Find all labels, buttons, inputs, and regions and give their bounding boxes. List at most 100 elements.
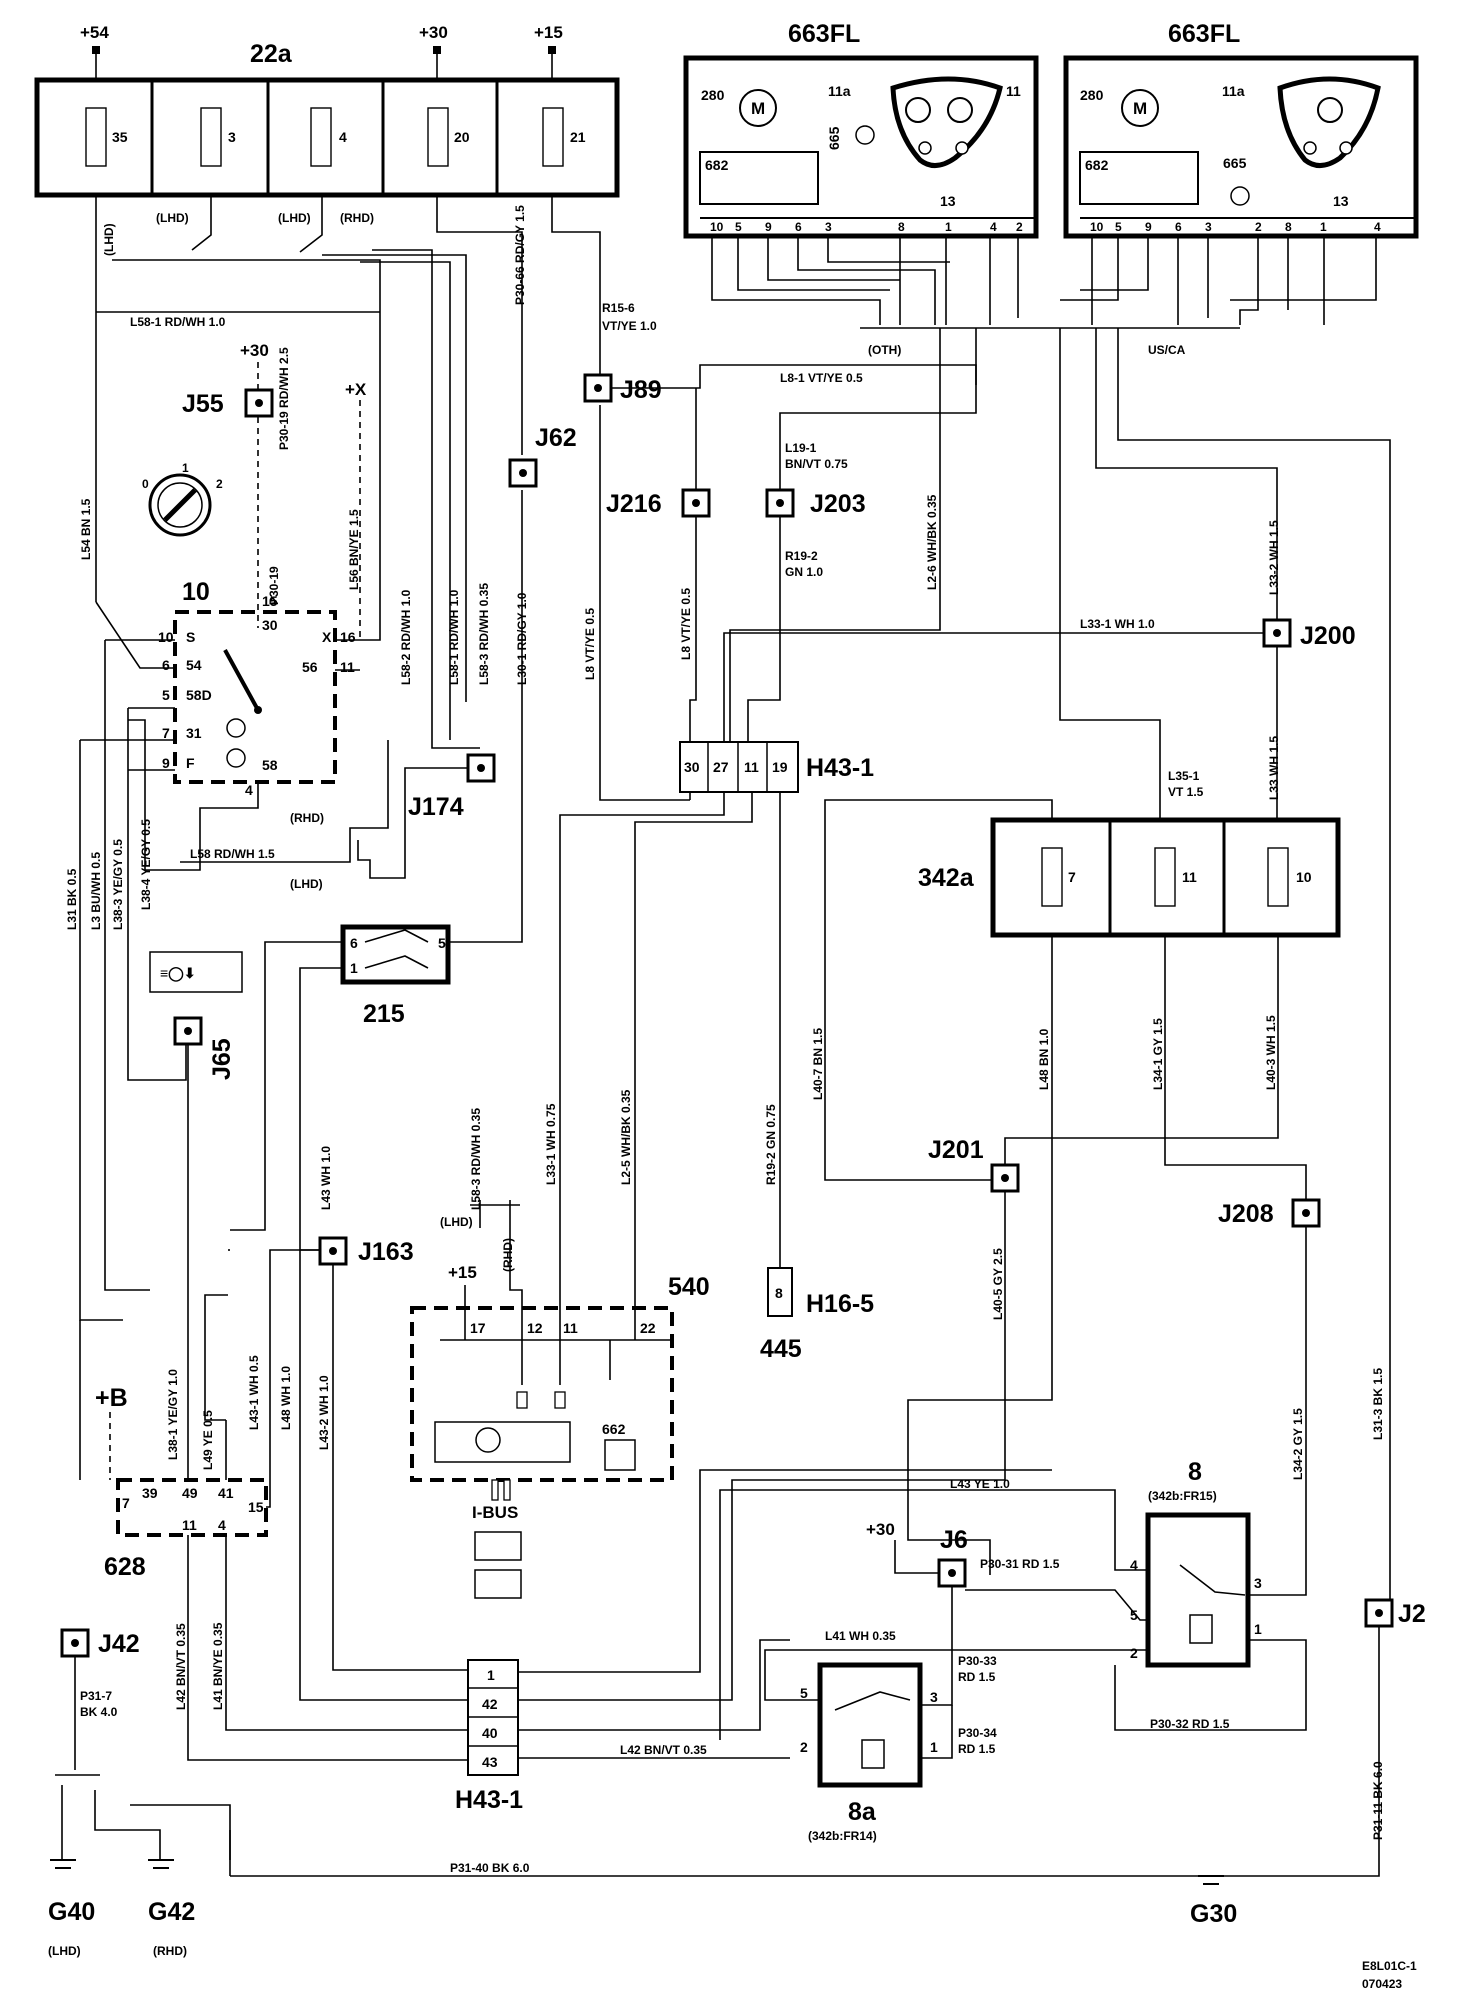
svg-text:P30-66 RD/GY 1.5: P30-66 RD/GY 1.5 xyxy=(513,205,527,305)
svg-text:J89: J89 xyxy=(620,376,662,404)
headlamp-unit-left: 663FL M 280 682 11a 11 665 13 10 5 9 6 3… xyxy=(683,20,1039,239)
svg-text:6: 6 xyxy=(795,220,802,234)
svg-text:L33-1 WH 0.75: L33-1 WH 0.75 xyxy=(544,1103,558,1185)
svg-text:J201: J201 xyxy=(928,1136,984,1164)
svg-text:(LHD): (LHD) xyxy=(278,211,311,225)
fusebox-22a: 22a 35 3 4 20 21 xyxy=(34,40,620,198)
svg-text:L48 WH 1.0: L48 WH 1.0 xyxy=(279,1366,293,1430)
svg-text:11: 11 xyxy=(182,1517,197,1533)
plus-b-label: +B xyxy=(95,1384,128,1412)
svg-text:2: 2 xyxy=(216,477,223,491)
svg-text:(RHD): (RHD) xyxy=(340,211,374,225)
svg-text:L42 BN/VT 0.35: L42 BN/VT 0.35 xyxy=(620,1743,707,1757)
svg-text:42: 42 xyxy=(482,1696,498,1712)
svg-text:49: 49 xyxy=(182,1485,198,1501)
fusebox-22a-label: 22a xyxy=(250,40,293,68)
svg-text:9: 9 xyxy=(1145,220,1152,234)
connector-h43-1-top: 30 27 11 19 H43-1 xyxy=(559,741,874,1340)
svg-text:J200: J200 xyxy=(1300,622,1356,650)
svg-text:10: 10 xyxy=(1296,869,1312,885)
svg-text:L58-3 RD/WH 0.35: L58-3 RD/WH 0.35 xyxy=(477,583,491,685)
svg-text:L58-2 RD/WH 1.0: L58-2 RD/WH 1.0 xyxy=(399,589,413,685)
fuse-21-label: 21 xyxy=(570,129,586,145)
left-wiring: (LHD) L54 BN 1.5 (LHD) (LHD) (RHD) L58-1… xyxy=(79,195,690,801)
svg-text:3: 3 xyxy=(825,220,832,234)
svg-text:10: 10 xyxy=(158,629,174,645)
svg-text:P30-32 RD 1.5: P30-32 RD 1.5 xyxy=(1150,1717,1230,1731)
svg-text:10: 10 xyxy=(710,220,724,234)
svg-text:BN/VT 0.75: BN/VT 0.75 xyxy=(785,457,848,471)
svg-text:J216: J216 xyxy=(606,490,662,518)
svg-text:L33-1 WH 1.0: L33-1 WH 1.0 xyxy=(1080,617,1155,631)
svg-text:16: 16 xyxy=(340,629,356,645)
svg-text:L33-2 WH 1.5: L33-2 WH 1.5 xyxy=(1267,520,1281,595)
svg-text:L54 BN 1.5: L54 BN 1.5 xyxy=(79,498,93,560)
svg-text:54: 54 xyxy=(186,657,202,673)
svg-text:M: M xyxy=(1133,99,1147,118)
svg-text:11: 11 xyxy=(744,759,759,775)
svg-text:2: 2 xyxy=(1016,220,1023,234)
rail-30-label: +30 xyxy=(419,23,448,42)
junction-j200: J200 xyxy=(1262,618,1356,650)
svg-text:39: 39 xyxy=(142,1485,158,1501)
svg-text:(RHD): (RHD) xyxy=(290,811,324,825)
svg-text:27: 27 xyxy=(713,759,729,775)
svg-text:L40-3 WH 1.5: L40-3 WH 1.5 xyxy=(1264,1015,1278,1090)
svg-text:2: 2 xyxy=(800,1739,808,1755)
svg-text:RD 1.5: RD 1.5 xyxy=(958,1670,996,1684)
svg-text:US/CA: US/CA xyxy=(1148,343,1186,357)
svg-text:J163: J163 xyxy=(358,1238,414,1266)
headlamp-unit-right: 663FL M 280 682 11a 665 13 10 5 9 6 3 2 … xyxy=(1063,20,1419,239)
svg-text:5: 5 xyxy=(162,687,170,703)
svg-text:13: 13 xyxy=(940,193,956,209)
svg-text:3: 3 xyxy=(1205,220,1212,234)
junction-j42: J42 xyxy=(60,1628,140,1658)
junction-j163: J163 xyxy=(318,1236,414,1266)
svg-text:22: 22 xyxy=(640,1320,656,1336)
svg-text:10: 10 xyxy=(1090,220,1104,234)
svg-text:+X: +X xyxy=(345,380,367,399)
svg-text:L58-1 RD/WH 1.0: L58-1 RD/WH 1.0 xyxy=(130,315,226,329)
svg-text:P30-31 RD 1.5: P30-31 RD 1.5 xyxy=(980,1557,1060,1571)
svg-text:L2-5 WH/BK 0.35: L2-5 WH/BK 0.35 xyxy=(619,1089,633,1185)
svg-text:(LHD): (LHD) xyxy=(102,223,116,256)
plus30-j6: +30 xyxy=(866,1520,895,1539)
svg-text:L8-1 VT/YE 0.5: L8-1 VT/YE 0.5 xyxy=(780,371,863,385)
svg-text:L34-1 GY 1.5: L34-1 GY 1.5 xyxy=(1151,1018,1165,1090)
svg-text:R19-2 GN 0.75: R19-2 GN 0.75 xyxy=(764,1104,778,1185)
svg-text:(RHD): (RHD) xyxy=(153,1944,187,1958)
svg-text:L43 WH 1.0: L43 WH 1.0 xyxy=(319,1146,333,1210)
switch-10-label: 10 xyxy=(182,578,210,606)
lamp-harness: (OTH) US/CA xyxy=(711,236,1377,470)
svg-text:41: 41 xyxy=(218,1485,234,1501)
svg-text:2: 2 xyxy=(1255,220,1262,234)
svg-text:662: 662 xyxy=(602,1421,626,1437)
svg-text:19: 19 xyxy=(772,759,788,775)
junction-j2: J2 xyxy=(1364,1598,1426,1628)
svg-text:P31-11 BK 6.0: P31-11 BK 6.0 xyxy=(1371,1761,1385,1840)
svg-text:L2-6 WH/BK 0.35: L2-6 WH/BK 0.35 xyxy=(925,494,939,590)
svg-text:280: 280 xyxy=(1080,87,1104,103)
svg-text:RD 1.5: RD 1.5 xyxy=(958,1742,996,1756)
rail-15-label: +15 xyxy=(534,23,563,42)
upper-middle-wiring: L8-1 VT/YE 0.5 L19-1 BN/VT 0.75 R19-2 GN… xyxy=(610,328,1391,1600)
ground-g42: G42 xyxy=(148,1898,195,1926)
svg-text:(342b:FR14): (342b:FR14) xyxy=(808,1829,877,1843)
module-342a-label: 342a xyxy=(918,864,975,892)
svg-text:12: 12 xyxy=(527,1320,543,1336)
junction-j203: J203 xyxy=(765,488,866,518)
svg-text:5: 5 xyxy=(1130,1607,1138,1623)
relay-8-label: 8 xyxy=(1188,1458,1202,1486)
svg-text:L8 VT/YE 0.5: L8 VT/YE 0.5 xyxy=(679,588,693,660)
svg-text:+30: +30 xyxy=(240,341,269,360)
svg-text:1: 1 xyxy=(1320,220,1327,234)
svg-text:5: 5 xyxy=(800,1685,808,1701)
svg-text:1: 1 xyxy=(182,461,189,475)
svg-text:(LHD): (LHD) xyxy=(156,211,189,225)
svg-text:VT/YE 1.0: VT/YE 1.0 xyxy=(602,319,657,333)
svg-text:11: 11 xyxy=(340,659,355,675)
svg-text:7: 7 xyxy=(162,725,170,741)
svg-text:L43-2 WH 1.0: L43-2 WH 1.0 xyxy=(317,1375,331,1450)
svg-text:(LHD): (LHD) xyxy=(440,1215,473,1229)
svg-text:L43-1 WH 0.5: L43-1 WH 0.5 xyxy=(247,1355,261,1430)
